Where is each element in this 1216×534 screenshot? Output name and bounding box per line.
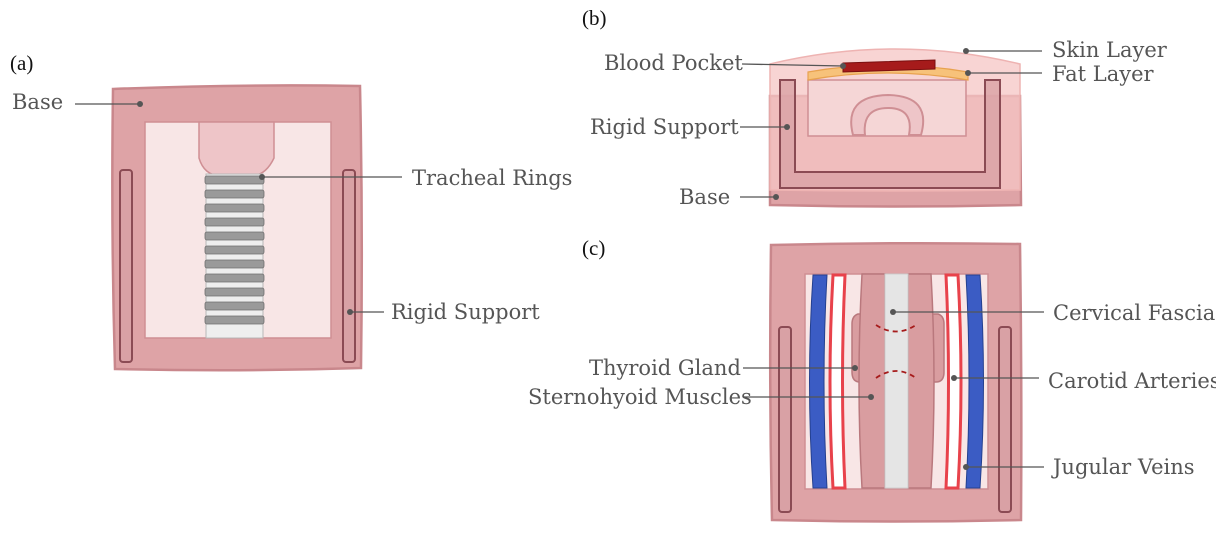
panel-c-rigid-support-left bbox=[778, 326, 792, 513]
panel-a-label-base: Base bbox=[12, 90, 63, 114]
tracheal-ring bbox=[204, 231, 265, 241]
cervical-fascia bbox=[884, 273, 909, 489]
fascia-cut-top bbox=[875, 324, 917, 333]
panel-b-tag: (b) bbox=[582, 6, 607, 30]
panel-c-label-cervical-fascia: Cervical Fascia bbox=[1053, 301, 1215, 325]
panel-c-dot-carotid bbox=[951, 375, 957, 381]
panel-b-label-base: Base bbox=[679, 185, 730, 209]
panel-b-dot-blood bbox=[840, 63, 846, 69]
tracheal-rings bbox=[204, 175, 265, 325]
panel-c-dot-thyroid bbox=[852, 365, 858, 371]
panel-a-rigid-support-left bbox=[119, 169, 133, 363]
trachea-tube bbox=[205, 173, 264, 339]
panel-b-label-blood-pocket: Blood Pocket bbox=[604, 51, 743, 75]
sternohyoid-muscle-right bbox=[907, 273, 935, 489]
panel-b-rigid-support bbox=[779, 79, 1001, 189]
panel-c-dot-jugular bbox=[963, 464, 969, 470]
fascia-cut-bottom bbox=[875, 370, 917, 379]
panel-c-tag: (c) bbox=[582, 236, 605, 260]
carotid-artery-left bbox=[828, 273, 847, 490]
panel-c-label-sternohyoid-muscles: Sternohyoid Muscles bbox=[528, 385, 752, 409]
panel-a-label-rigid-support: Rigid Support bbox=[391, 300, 540, 324]
panel-b-label-fat-layer: Fat Layer bbox=[1052, 62, 1155, 86]
tracheal-ring bbox=[204, 273, 265, 283]
panel-b: (b) Blood Pocket Skin Layer Fat Layer Ri… bbox=[582, 6, 1168, 209]
panel-a-label-tracheal-rings: Tracheal Rings bbox=[412, 166, 572, 190]
panel-b-trachea bbox=[850, 93, 925, 136]
panel-c-label-thyroid-gland: Thyroid Gland bbox=[589, 356, 741, 380]
panel-a-rigid-support-right bbox=[342, 169, 356, 363]
panel-b-dot-fat bbox=[965, 70, 971, 76]
tracheal-ring bbox=[204, 315, 265, 325]
panel-a-dot-base bbox=[137, 101, 143, 107]
panel-a-dot-rings bbox=[259, 174, 265, 180]
tracheal-ring bbox=[204, 245, 265, 255]
panel-b-dot-base bbox=[773, 194, 779, 200]
tracheal-ring bbox=[204, 217, 265, 227]
trachea-top bbox=[198, 121, 275, 177]
panel-c-dot-fascia bbox=[890, 309, 896, 315]
panel-a-dot-support bbox=[347, 309, 353, 315]
panel-b-leader-blood bbox=[741, 63, 844, 67]
panel-c-label-carotid-arteries: Carotid Arteries bbox=[1048, 369, 1216, 393]
panel-c-label-jugular-veins: Jugular Veins bbox=[1051, 455, 1195, 479]
tracheal-ring bbox=[204, 301, 265, 311]
jugular-vein-right bbox=[965, 274, 984, 489]
panel-c-dot-sternohyoid bbox=[868, 394, 874, 400]
panel-b-label-skin-layer: Skin Layer bbox=[1052, 38, 1168, 62]
tracheal-ring bbox=[204, 175, 265, 185]
carotid-artery-right bbox=[944, 273, 963, 490]
panel-b-dot-skin bbox=[963, 48, 969, 54]
tracheal-ring bbox=[204, 203, 265, 213]
panel-c-rigid-support-right bbox=[998, 326, 1012, 513]
jugular-vein-left bbox=[809, 274, 828, 489]
sternohyoid-muscle-left bbox=[858, 273, 886, 489]
panel-c: (c) Cervical Fascia Thyroid Gland Carot bbox=[528, 236, 1216, 523]
tracheal-ring bbox=[204, 287, 265, 297]
panel-b-dot-support bbox=[784, 124, 790, 130]
panel-a: (a) Base Tracheal Rings Rigid Support bbox=[10, 51, 572, 372]
panel-b-label-rigid-support: Rigid Support bbox=[590, 115, 739, 139]
panel-a-tag: (a) bbox=[10, 51, 33, 75]
tracheal-ring bbox=[204, 259, 265, 269]
tracheal-ring bbox=[204, 189, 265, 199]
